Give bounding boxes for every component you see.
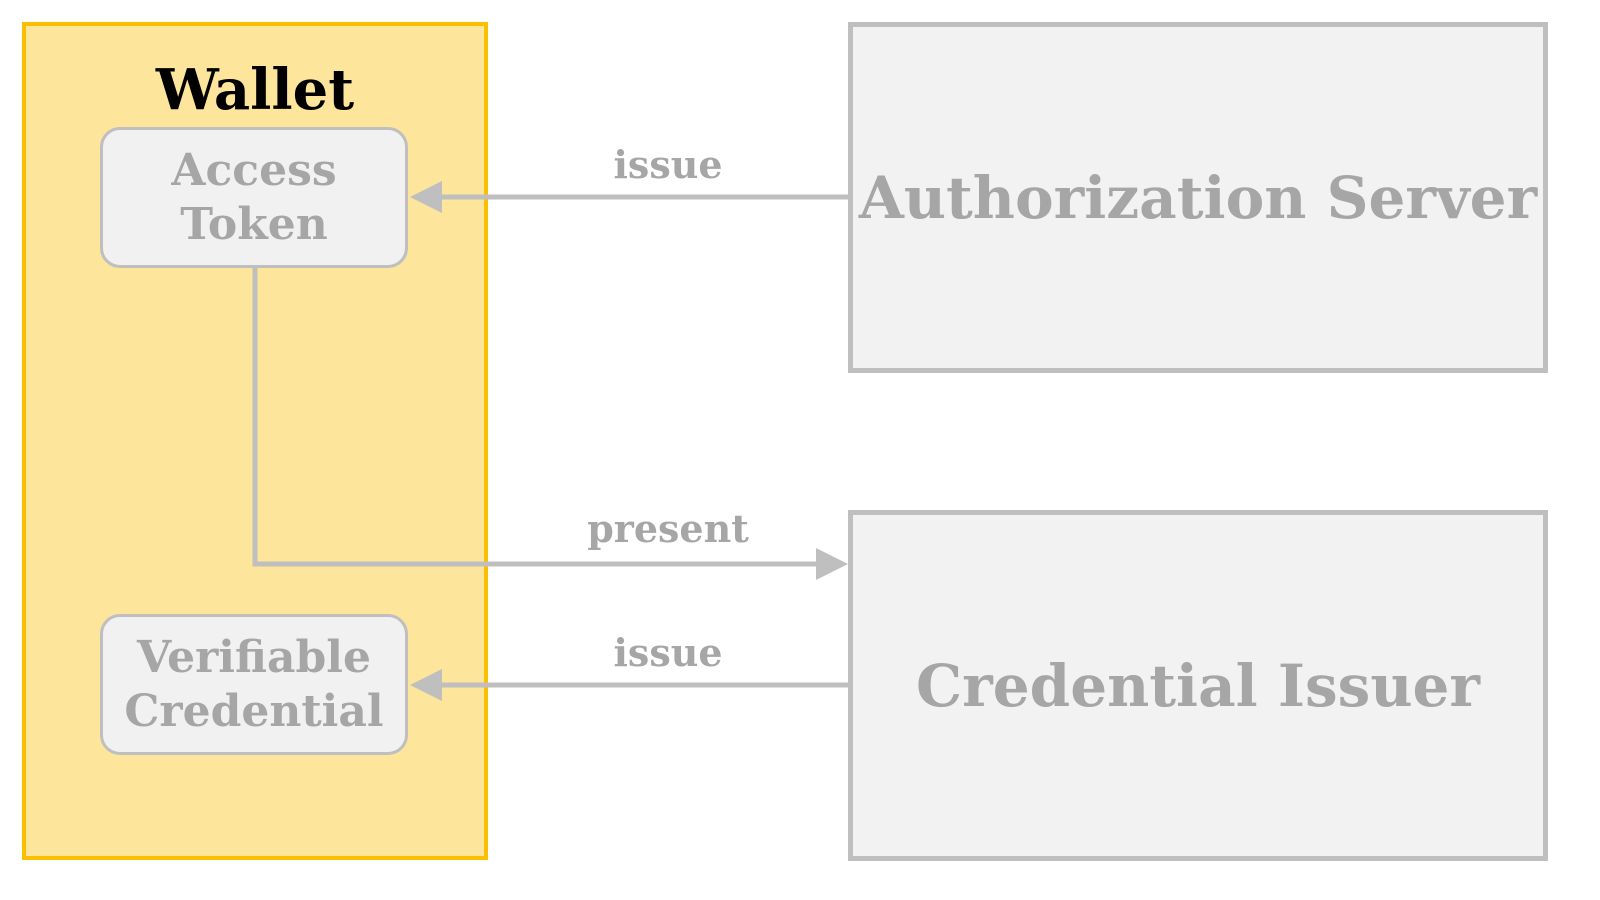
verifiable-credential-label-line1: Verifiable	[137, 631, 371, 683]
issue-access-token-label: issue	[613, 142, 723, 187]
authorization-server-box: Authorization Server	[848, 22, 1548, 373]
credential-issuer-label: Credential Issuer	[916, 651, 1480, 720]
present-access-token-label: present	[587, 506, 749, 551]
access-token-box: Access Token	[100, 127, 408, 268]
credential-issuer-box: Credential Issuer	[848, 510, 1548, 861]
issue-credential-label: issue	[613, 630, 723, 675]
authorization-server-label: Authorization Server	[858, 163, 1538, 232]
verifiable-credential-box: Verifiable Credential	[100, 614, 408, 755]
access-token-label-line2: Token	[180, 198, 328, 250]
verifiable-credential-label-line2: Credential	[124, 685, 384, 737]
wallet-title: Wallet	[155, 57, 355, 123]
access-token-label-line1: Access	[171, 144, 337, 196]
